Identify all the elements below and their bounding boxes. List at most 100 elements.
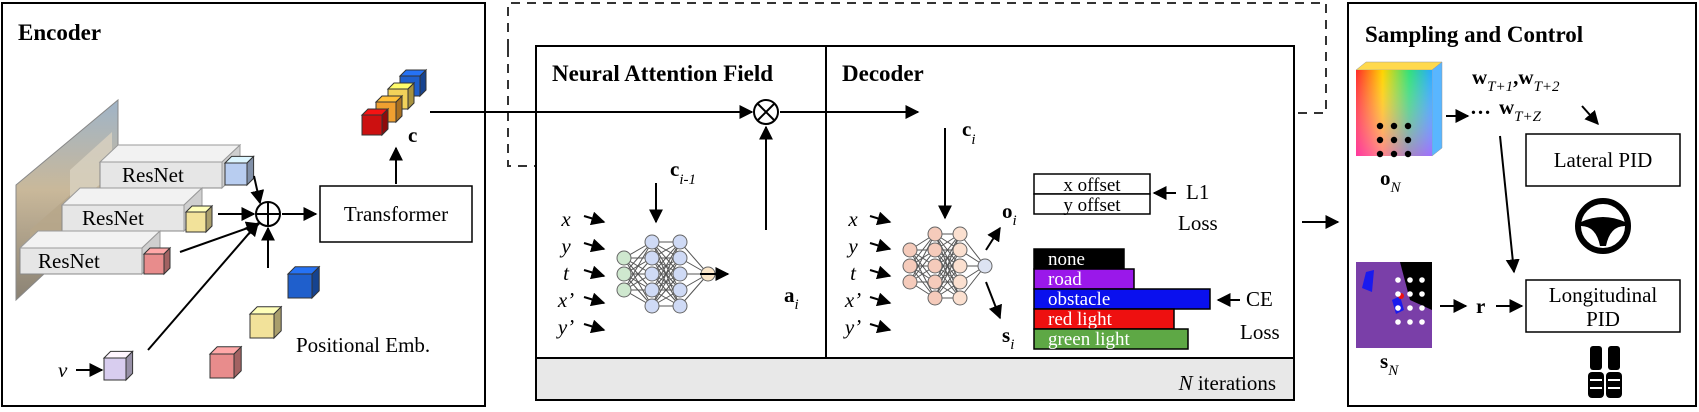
longitudinal-pid-box [1525, 279, 1681, 333]
decoder-inputs: xyt x’ y’ [843, 207, 892, 339]
feature-cube-2 [184, 204, 214, 234]
semantic-map-icon [1356, 262, 1432, 348]
neuron [902, 274, 918, 290]
neuron [616, 250, 632, 266]
neuron [927, 290, 943, 306]
iterations-label: N iterations [1178, 371, 1276, 395]
class-bar-label: road [1048, 269, 1082, 290]
arrow-waypoints-lateral [1581, 105, 1599, 126]
neuron [952, 226, 968, 242]
input-label: x [847, 207, 858, 231]
neuron [977, 258, 993, 274]
input-arrow [583, 265, 606, 280]
class-bar-label: none [1048, 249, 1085, 270]
input-label: x’ [844, 288, 861, 312]
steering-wheel-icon [1575, 198, 1631, 254]
y-offset-box [1033, 193, 1151, 215]
lateral-pid-label: Lateral PID [1554, 148, 1653, 172]
input-label: t [563, 261, 570, 285]
a-label: ai [784, 283, 799, 313]
input-arrow [869, 265, 892, 280]
neuron [672, 298, 688, 314]
sN-label: sN [1380, 349, 1399, 379]
neuron [672, 266, 688, 282]
c-prev-label: ci-1 [670, 157, 696, 188]
class-bar [1033, 328, 1189, 350]
longitudinal-label: Longitudinal [1549, 283, 1658, 307]
arrow-v-oplus [147, 221, 259, 351]
pid-label: PID [1586, 307, 1620, 331]
arrow-net-o [985, 226, 1001, 251]
posemb-cube-2 [248, 305, 283, 340]
input-label: y’ [556, 315, 574, 339]
l1-label: L1 [1186, 180, 1209, 204]
resnet-label-1: ResNet [122, 163, 184, 187]
neuron [672, 250, 688, 266]
neural-network-icon [902, 226, 993, 306]
feature-cube-1 [223, 155, 255, 187]
neuron [952, 290, 968, 306]
x-offset-label: x offset [1063, 175, 1121, 196]
r-label: r [1476, 294, 1485, 318]
resnet-label-3: ResNet [38, 249, 100, 273]
input-label: y [559, 234, 571, 258]
transformer-label: Transformer [344, 202, 448, 226]
neuron [644, 266, 660, 282]
input-arrow [869, 319, 892, 334]
feature-cube-3 [142, 246, 172, 276]
ce-loss-label: Loss [1240, 320, 1280, 344]
input-label: y’ [843, 315, 861, 339]
waypoints-line-2: …wT+Z [1470, 95, 1542, 125]
arrow-waypoints-longitudinal [1499, 135, 1520, 274]
input-arrow [869, 238, 892, 253]
posemb-cube-3 [208, 345, 243, 380]
occupancy-grid-icon [1355, 61, 1443, 158]
lateral-pid-box [1525, 133, 1681, 187]
neuron [644, 298, 660, 314]
neuron [927, 258, 943, 274]
input-label: t [850, 261, 857, 285]
otimes-icon [753, 99, 779, 125]
neuron [927, 226, 943, 242]
neuron [902, 242, 918, 258]
v-cube [102, 350, 134, 382]
pedals-icon [1588, 346, 1622, 398]
neuron [616, 266, 632, 282]
iterations-band [535, 357, 1295, 401]
c-label: c [408, 123, 417, 147]
neuron [672, 234, 688, 250]
neuron [644, 250, 660, 266]
transformer-box [319, 185, 473, 243]
neuron [952, 242, 968, 258]
neuron [927, 242, 943, 258]
waypoints-line-1: wT+1,wT+2 [1472, 65, 1560, 95]
neuron [616, 282, 632, 298]
oN-label: oN [1380, 166, 1402, 196]
resnet-block-2: ResNet [60, 186, 204, 233]
resnet-label-2: ResNet [82, 206, 144, 230]
s-label: si [1002, 323, 1014, 353]
resnet-block-3: ResNet [18, 229, 162, 276]
class-bar-label: green light [1048, 329, 1131, 350]
neuron [952, 274, 968, 290]
neuron [952, 258, 968, 274]
arrow-resnet1-oplus [250, 175, 265, 205]
ce-label: CE [1246, 287, 1273, 311]
ci-label: ci [962, 117, 976, 148]
input-label: x’ [557, 288, 574, 312]
resnet-block-1: ResNet [98, 143, 242, 190]
neuron [902, 258, 918, 274]
input-arrow [583, 319, 606, 334]
neuron [927, 274, 943, 290]
posemb-cube-1 [286, 265, 321, 300]
input-arrow [583, 211, 606, 226]
c-cube-4 [360, 107, 390, 137]
neuron [644, 282, 660, 298]
input-label: y [846, 234, 858, 258]
neuron [672, 282, 688, 298]
input-arrow [583, 292, 606, 307]
class-bar-label: red light [1048, 309, 1113, 330]
input-arrow [869, 292, 892, 307]
